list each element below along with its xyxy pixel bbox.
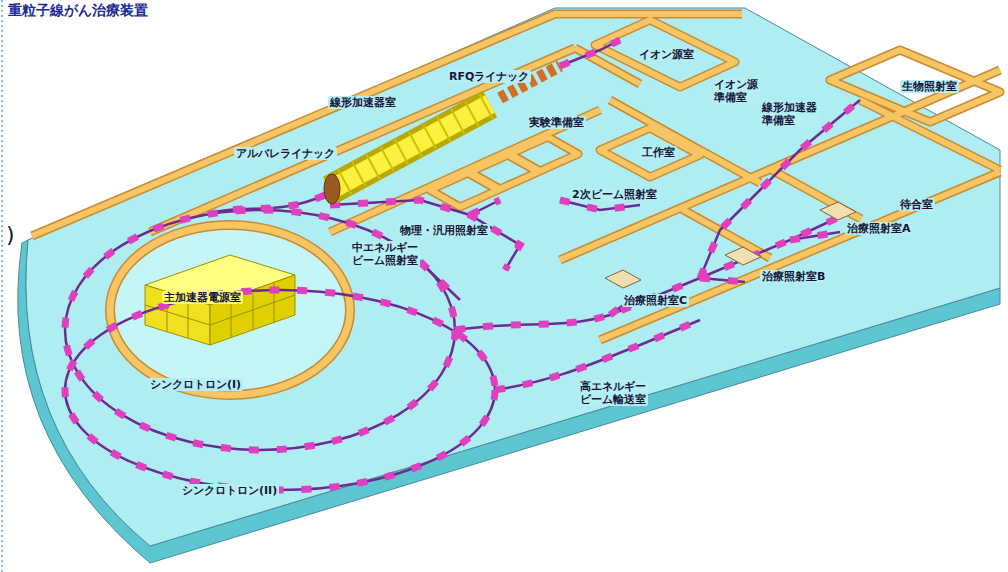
room-label: 治療照射室A <box>845 222 913 235</box>
room-label: シンクロトロン(I) <box>148 378 243 391</box>
room-label: ) <box>4 222 17 248</box>
alvarez-linac-rings <box>330 104 490 190</box>
diagram-title: 重粒子線がん治療装置 <box>8 2 148 20</box>
room-label: 線形加速器室 <box>328 96 398 109</box>
room-label: RFQライナック <box>447 70 531 83</box>
room-label: 中エネルギー ビーム照射室 <box>350 241 420 267</box>
room-label: 実験準備室 <box>527 116 586 129</box>
room-label: 物理・汎用照射室 <box>398 224 490 237</box>
room-label: 2次ビーム照射室 <box>570 188 659 201</box>
treatment-couch <box>725 247 761 265</box>
room-label: 治療照射室B <box>760 270 827 283</box>
power-room-wall <box>110 225 350 395</box>
room-label: アルバレライナック <box>234 147 337 160</box>
room-label: 待合室 <box>898 198 935 211</box>
page-border <box>1 0 3 572</box>
building-floor <box>26 8 1000 546</box>
room-label: イオン源 準備室 <box>712 78 760 104</box>
room-label: シンクロトロン(II) <box>180 484 279 497</box>
room-label: 治療照射室C <box>622 294 689 307</box>
room-label: 線形加速器 準備室 <box>760 101 819 127</box>
beam-line <box>65 40 860 490</box>
beam-magnets <box>65 40 860 490</box>
room-label: 工作室 <box>640 146 677 159</box>
walls <box>32 14 1000 340</box>
alvarez-linac <box>330 104 490 190</box>
treatment-couch <box>820 202 856 220</box>
walls <box>32 14 1000 340</box>
power-room-wall <box>110 225 350 395</box>
treatment-couch <box>605 270 641 288</box>
room-label: 生物照射室 <box>900 80 959 93</box>
linac-end <box>324 174 340 204</box>
room-label: 主加速器電源室 <box>162 291 243 304</box>
room-label: 高エネルギー ビーム輸送室 <box>578 380 648 406</box>
room-label: イオン源室 <box>637 48 696 61</box>
alvarez-linac <box>330 104 490 190</box>
